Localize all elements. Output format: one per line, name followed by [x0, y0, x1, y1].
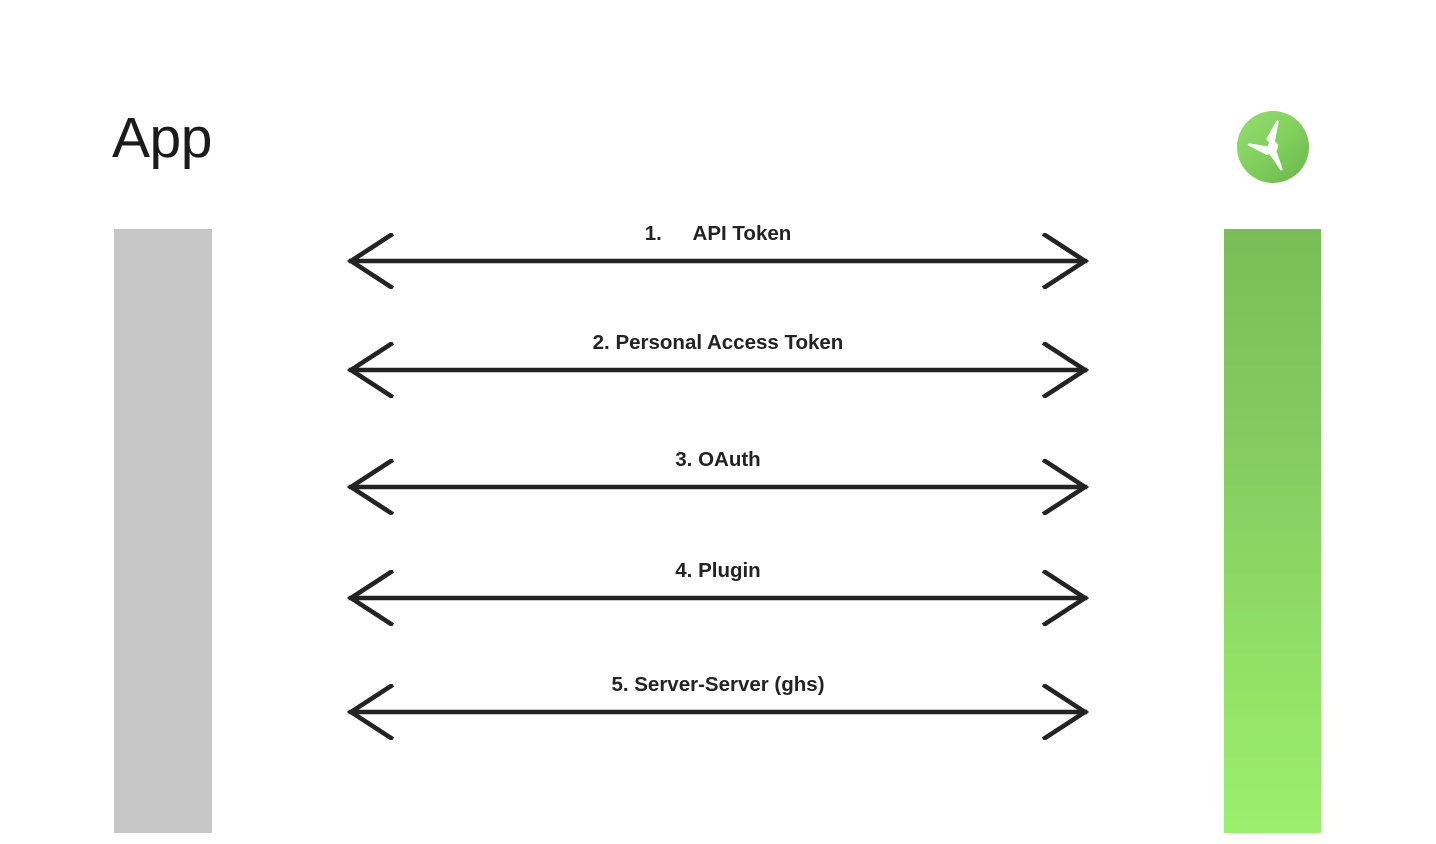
- message-1-arrow: [345, 233, 1091, 289]
- message-5-arrow: [345, 684, 1091, 740]
- right-actor-lifeline: [1224, 229, 1321, 833]
- message-4-arrow: [345, 570, 1091, 626]
- message-5-label: 5. Server-Server (ghs): [611, 673, 825, 697]
- message-4-label: 4. Plugin: [675, 559, 761, 583]
- message-2-label: 2. Personal Access Token: [592, 331, 844, 355]
- left-actor-lifeline: [114, 229, 212, 833]
- left-actor-title: App: [112, 106, 212, 170]
- message-3-arrow: [345, 459, 1091, 515]
- message-1-label: 1. API Token: [644, 222, 792, 246]
- message-3-label: 3. OAuth: [675, 448, 761, 472]
- propeller-logo-icon: [1236, 110, 1310, 184]
- message-2-arrow: [345, 342, 1091, 398]
